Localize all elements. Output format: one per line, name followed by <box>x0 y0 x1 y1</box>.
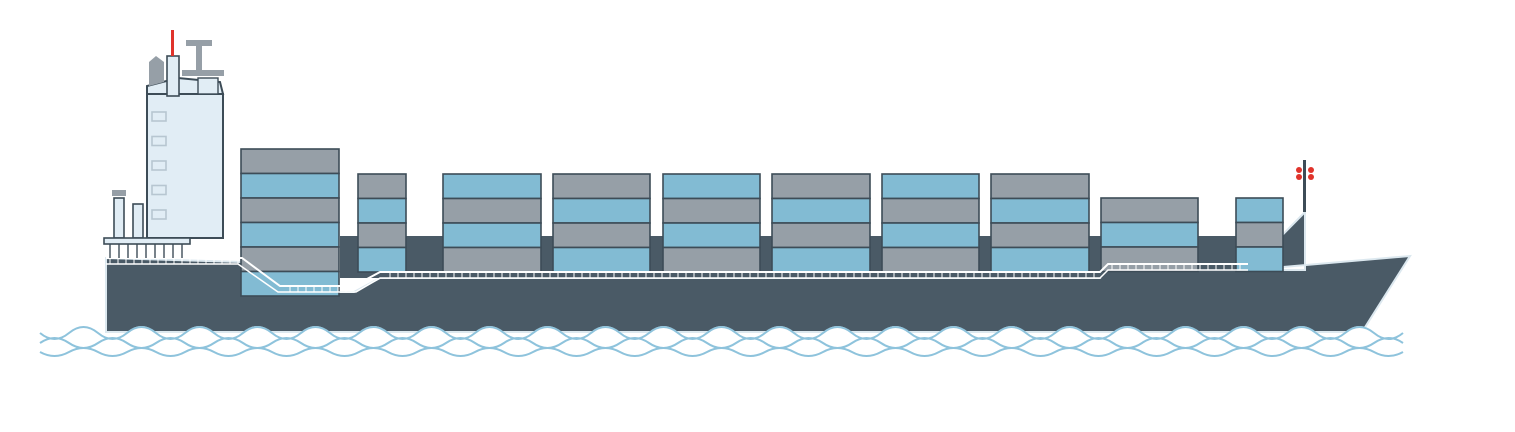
bridge-window <box>151 209 167 220</box>
bridge-wing <box>182 70 224 76</box>
container-stack <box>552 173 651 273</box>
container-box <box>240 148 340 175</box>
container-box <box>662 173 761 200</box>
antenna-top <box>186 40 212 46</box>
container-box <box>1235 197 1284 224</box>
bridge-platform <box>103 237 191 245</box>
container-box <box>552 197 651 224</box>
bridge-cab <box>197 77 219 95</box>
mast-light <box>1296 174 1302 180</box>
container-stack <box>1235 197 1284 273</box>
container-box <box>771 197 871 224</box>
container-box <box>357 222 407 249</box>
water-mask <box>40 326 1403 432</box>
container-box <box>990 222 1090 249</box>
container-box <box>240 172 340 199</box>
antenna-post <box>196 44 202 70</box>
container-stacks <box>240 148 1284 297</box>
container-box <box>771 173 871 200</box>
container-box <box>662 197 761 224</box>
mast-light <box>1296 167 1302 173</box>
container-box <box>442 197 542 224</box>
container-stack <box>662 173 761 273</box>
funnel-pipe <box>132 203 144 239</box>
bridge-window <box>151 111 167 122</box>
container-box <box>1100 197 1199 224</box>
rail-top <box>106 257 1248 287</box>
wave-line <box>39 347 1404 357</box>
container-box <box>1235 221 1284 248</box>
container-box <box>357 246 407 273</box>
container-box <box>240 221 340 248</box>
container-stack <box>442 173 542 273</box>
container-stack <box>771 173 871 273</box>
bow-mast-pole <box>1303 160 1306 212</box>
container-box <box>881 197 980 224</box>
water-waves-front <box>39 326 1404 432</box>
container-box <box>552 173 651 200</box>
container-box <box>990 246 1090 273</box>
container-box <box>357 197 407 224</box>
container-box <box>881 222 980 249</box>
container-box <box>1235 246 1284 273</box>
signal-light <box>171 30 174 56</box>
bridge-window <box>151 184 167 196</box>
container-stack <box>240 148 340 297</box>
bridge-window <box>151 135 167 147</box>
container-box <box>552 246 651 273</box>
container-stack <box>1100 197 1199 273</box>
mast-light <box>1308 174 1314 180</box>
container-box <box>1100 246 1199 273</box>
funnel-pipe <box>113 197 125 239</box>
bridge-window <box>151 160 167 171</box>
deck-railing <box>106 244 1248 293</box>
wave-line <box>39 326 1404 340</box>
container-box <box>442 246 542 273</box>
bow-mast <box>1296 160 1314 212</box>
container-box <box>442 173 542 200</box>
container-box <box>771 222 871 249</box>
mast-light <box>1308 167 1314 173</box>
mast-column <box>166 55 180 97</box>
container-box <box>990 173 1090 200</box>
container-stack <box>990 173 1090 273</box>
container-box <box>552 222 651 249</box>
container-box <box>240 197 340 224</box>
container-box <box>357 173 407 200</box>
container-box <box>442 222 542 249</box>
container-box <box>990 197 1090 224</box>
container-box <box>881 246 980 273</box>
bridge-tower <box>103 30 225 245</box>
container-box <box>1100 221 1199 248</box>
rail-bottom <box>106 263 1248 293</box>
radar-housing <box>149 56 164 86</box>
container-stack <box>357 173 407 273</box>
container-box <box>881 173 980 200</box>
container-box <box>662 222 761 249</box>
funnel-cap <box>112 190 126 196</box>
container-stack <box>881 173 980 273</box>
container-box <box>662 246 761 273</box>
container-box <box>771 246 871 273</box>
